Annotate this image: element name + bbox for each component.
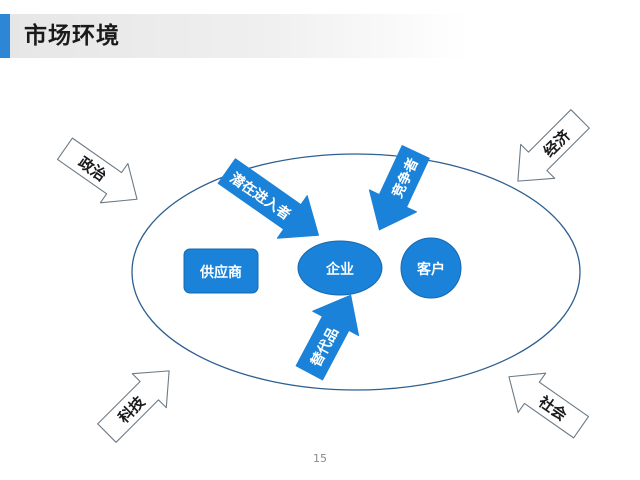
title-bar xyxy=(0,14,470,58)
market-ellipse xyxy=(131,153,581,391)
supplier-label: 供应商 xyxy=(199,264,242,281)
society-arrow: 社会 xyxy=(508,372,590,439)
economy-arrow: 经济 xyxy=(517,109,590,182)
supplier-node: 供应商 xyxy=(183,248,259,294)
politics-arrow: 政治 xyxy=(56,137,138,204)
technology-arrow: 科技 xyxy=(97,370,170,443)
competitors-arrow: 竞争者 xyxy=(368,145,430,231)
slide-title: 市场环境 xyxy=(24,23,120,49)
customer-label: 客户 xyxy=(416,261,445,278)
customer-node: 客户 xyxy=(400,237,462,299)
enterprise-node: 企业 xyxy=(297,240,383,296)
substitutes-arrow: 替代品 xyxy=(295,294,360,381)
title-accent-bar xyxy=(0,14,10,58)
enterprise-label: 企业 xyxy=(325,261,354,278)
page-number: 15 xyxy=(313,452,327,465)
potential-entrants-arrow: 潜在进入者 xyxy=(217,158,320,239)
